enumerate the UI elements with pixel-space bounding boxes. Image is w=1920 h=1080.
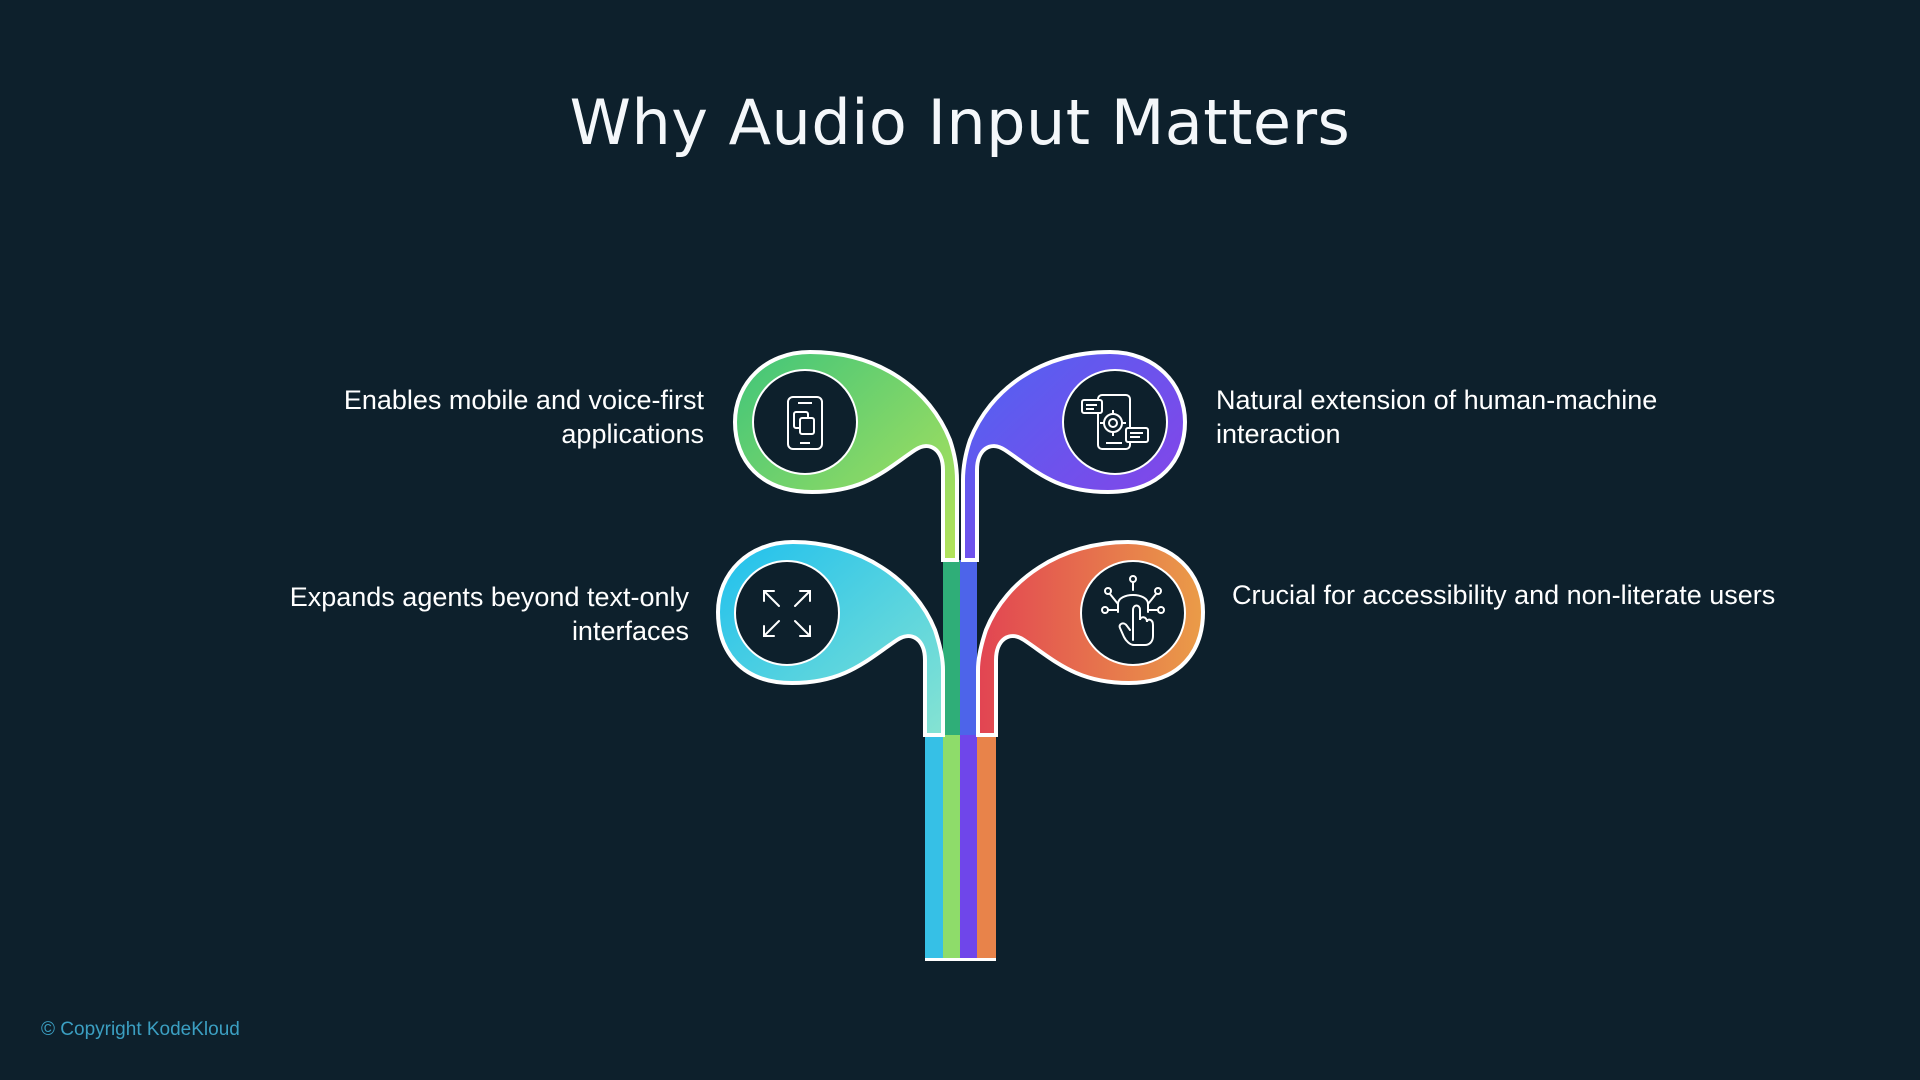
expand-arrows-icon <box>763 590 811 637</box>
phone-ai-chat-icon <box>1081 394 1149 450</box>
leaf-natural <box>961 349 1188 562</box>
trunk <box>925 560 996 961</box>
label-expands-agents: Expands agents beyond text-only interfac… <box>289 582 689 646</box>
leaf-accessibility <box>976 539 1206 737</box>
leaf-expands <box>715 539 945 737</box>
label-accessibility: Crucial for accessibility and non-litera… <box>1232 580 1776 610</box>
accessibility-touch-icon <box>1101 575 1165 646</box>
page-title: Why Audio Input Matters <box>569 86 1351 159</box>
copyright-notice: © Copyright KodeKloud <box>41 1019 240 1040</box>
label-mobile-voice: Enables mobile and voice-first applicati… <box>343 385 704 449</box>
label-natural-extension: Natural extension of human-machine inter… <box>1216 385 1658 449</box>
leaf-mobile <box>732 349 959 562</box>
smartphone-copy-icon <box>787 396 823 450</box>
